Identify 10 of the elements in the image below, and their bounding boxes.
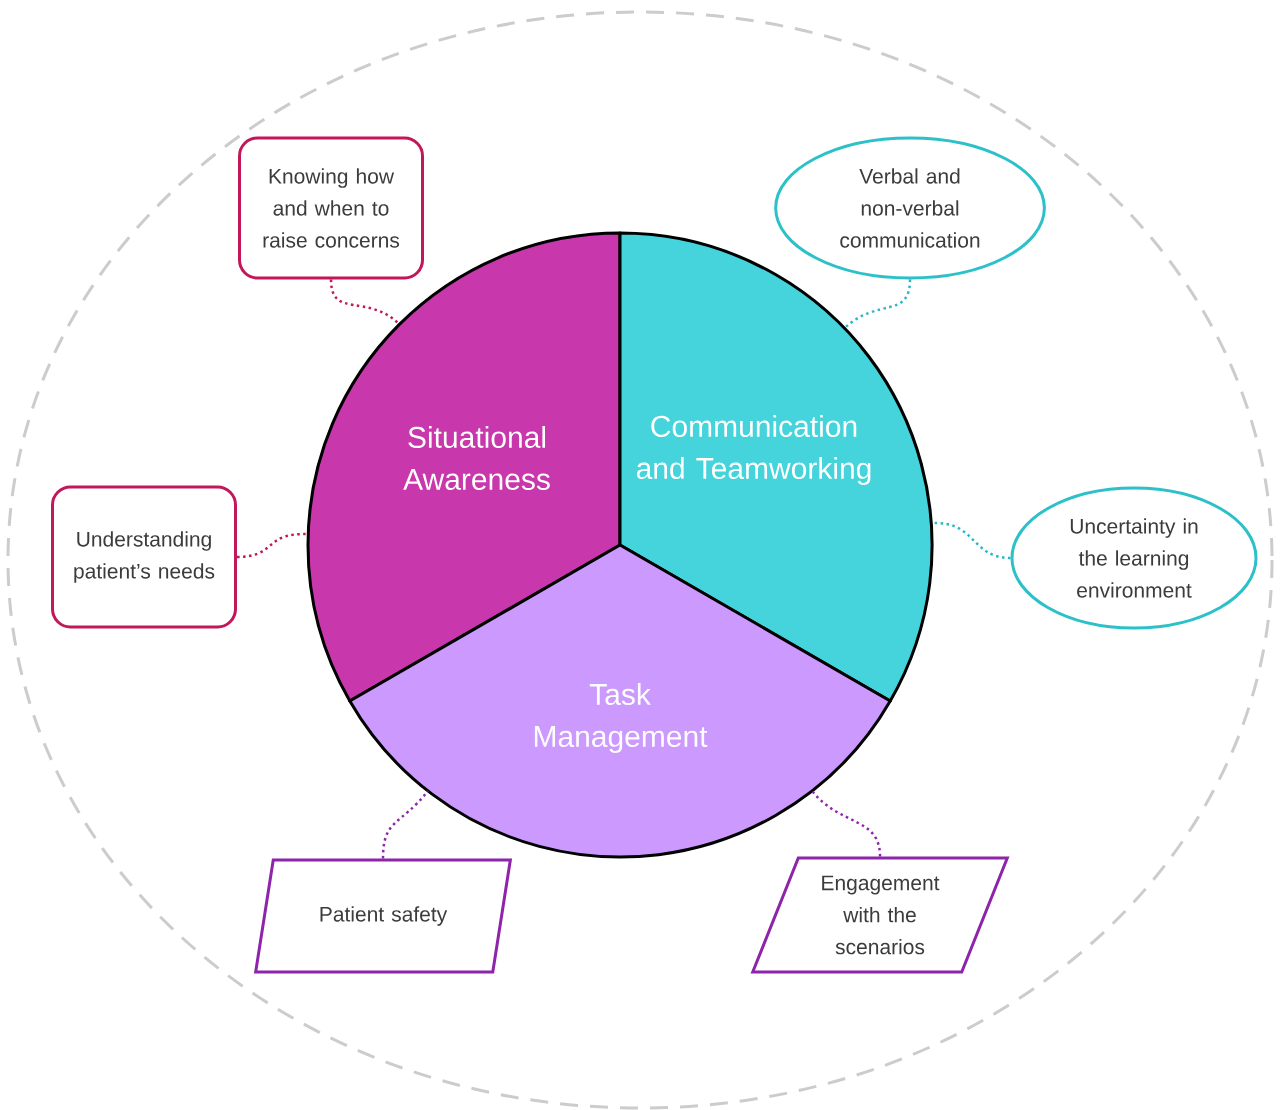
dotted-connector [843,279,912,330]
ellipse-bubble: Verbal and non-verbal communication [774,136,1046,280]
rounded-box: Understanding patient’s needs [51,485,237,629]
rounded-box: Knowing how and when to raise concerns [238,136,424,280]
dotted-connector [381,790,429,859]
pie-sector: Task Management [348,543,892,859]
dotted-connector [811,790,882,857]
ellipse-bubble: Uncertainty in the learning environment [1010,486,1258,630]
dotted-connector [236,532,309,559]
dotted-connector [329,279,401,326]
